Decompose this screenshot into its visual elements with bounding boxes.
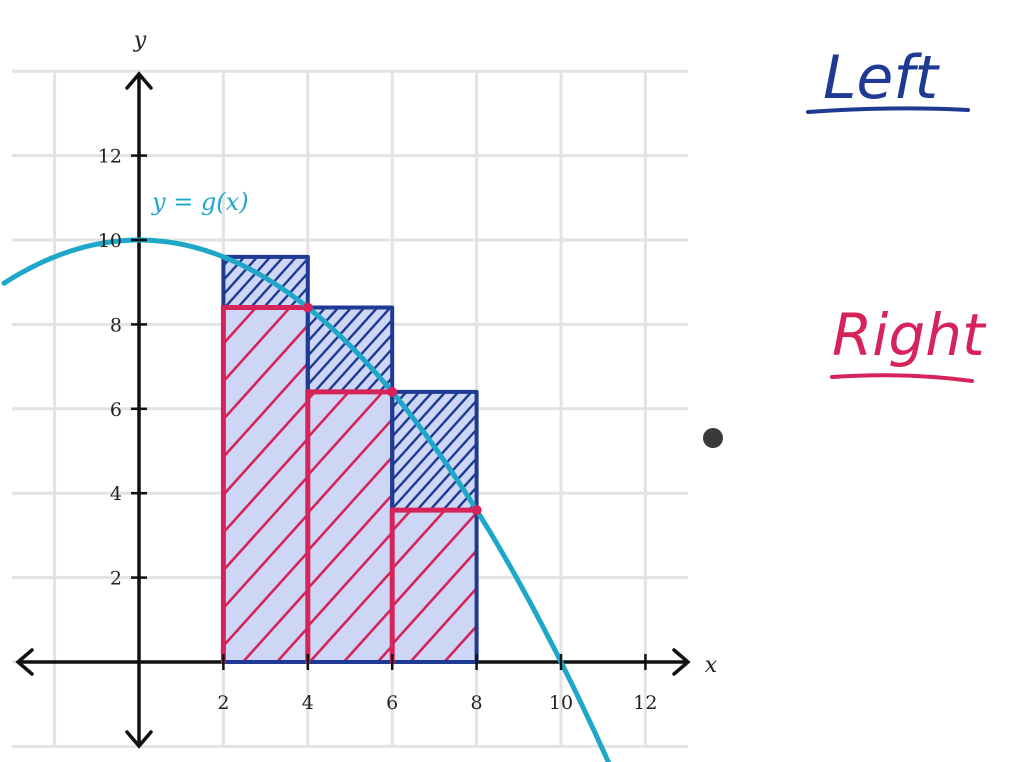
left-rectangle (390, 389, 479, 664)
y-axis-down-arrow (125, 730, 153, 749)
right-endpoint (387, 386, 398, 397)
right-endpoint (302, 302, 313, 313)
right-label: Right (832, 301, 987, 369)
right-rectangle (305, 389, 395, 665)
left-rectangle-fill (307, 307, 393, 662)
left-excess-hatch (392, 391, 477, 511)
right-endpoints (302, 302, 482, 516)
y-tick-label: 12 (98, 146, 122, 168)
cursor-dot (703, 428, 723, 448)
left-label: Left (823, 43, 940, 113)
x-tick-label: 10 (549, 692, 573, 714)
y-tick-label: 6 (110, 399, 122, 421)
x-tick-label: 6 (386, 692, 398, 714)
left-rectangle-fills (223, 256, 477, 662)
right-rectangle-hatch (392, 510, 477, 662)
y-tick-label: 10 (98, 230, 122, 252)
tick-labels: 2 4 6 8 10 12 2 4 6 8 10 12 (98, 146, 658, 714)
right-endpoint (471, 505, 482, 516)
x-axis-right-arrow (672, 648, 691, 676)
y-axis-up-arrow (125, 71, 153, 90)
right-rectangle (389, 507, 480, 665)
right-rectangle (220, 305, 311, 665)
x-tick-label: 12 (633, 692, 657, 714)
right-label-underline (830, 373, 974, 383)
x-tick-label: 8 (471, 692, 483, 714)
y-axis-label: y (133, 28, 147, 53)
left-label-underline (806, 106, 970, 114)
y-tick-label: 8 (110, 314, 122, 336)
curve-label: y = g(x) (151, 188, 249, 216)
x-tick-label: 4 (302, 692, 314, 714)
y-tick-label: 4 (110, 483, 122, 505)
x-axis-left-arrow (15, 648, 34, 676)
x-tick-label: 2 (217, 692, 229, 714)
y-tick-label: 2 (110, 568, 122, 590)
left-rectangle-fill (223, 256, 308, 662)
right-rectangle-hatch (223, 307, 308, 662)
right-rectangles (220, 305, 480, 665)
x-axis-label: x (705, 653, 718, 678)
